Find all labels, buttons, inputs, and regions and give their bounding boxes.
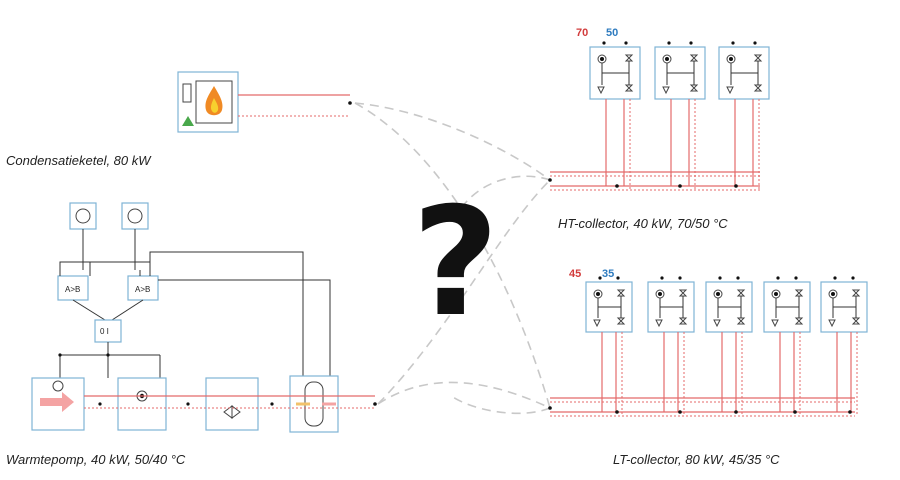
ht-group-1 — [589, 41, 641, 190]
heatpump-controls: A>B A>B 0 I — [57, 202, 331, 390]
question-mark: ? — [412, 176, 500, 350]
lt-return-temp: 35 — [602, 268, 615, 280]
pump-module — [117, 377, 167, 431]
ht-group-3 — [718, 41, 770, 190]
sensor-1 — [69, 202, 97, 230]
heatpump-unit — [31, 375, 377, 433]
sensor-2 — [121, 202, 149, 230]
lt-group-4 — [763, 276, 811, 416]
lt-group-1 — [585, 276, 633, 416]
lt-collector-label: LT-collector, 80 kW, 45/35 °C — [613, 452, 780, 467]
ht-group-2 — [654, 41, 706, 190]
heat-arrow-icon — [40, 392, 74, 412]
ht-return-temp: 50 — [606, 27, 619, 39]
comparator-1 — [57, 275, 89, 301]
boiler-label: Condensatieketel, 80 kW — [6, 153, 151, 168]
ht-collector — [548, 41, 770, 191]
lt-collector — [548, 276, 868, 417]
lt-group-3 — [705, 276, 753, 416]
ht-supply-temp: 70 — [576, 27, 589, 39]
lt-group-5 — [820, 276, 868, 416]
pump-valve-icon — [182, 116, 194, 126]
heatpump-label: Warmtepomp, 40 kW, 50/40 °C — [6, 452, 186, 467]
lt-group-2 — [647, 276, 695, 416]
switch-label: 0 I — [100, 327, 109, 336]
unknown-connection-curves — [354, 102, 551, 415]
valve-module — [205, 377, 259, 431]
comparator-2 — [127, 275, 159, 301]
boiler-unit — [177, 71, 352, 133]
comparator-2-label: A>B — [135, 285, 150, 294]
comparator-1-label: A>B — [65, 285, 80, 294]
boiler-body — [195, 80, 233, 124]
ht-collector-label: HT-collector, 40 kW, 70/50 °C — [558, 216, 728, 231]
lt-supply-temp: 45 — [569, 268, 582, 280]
